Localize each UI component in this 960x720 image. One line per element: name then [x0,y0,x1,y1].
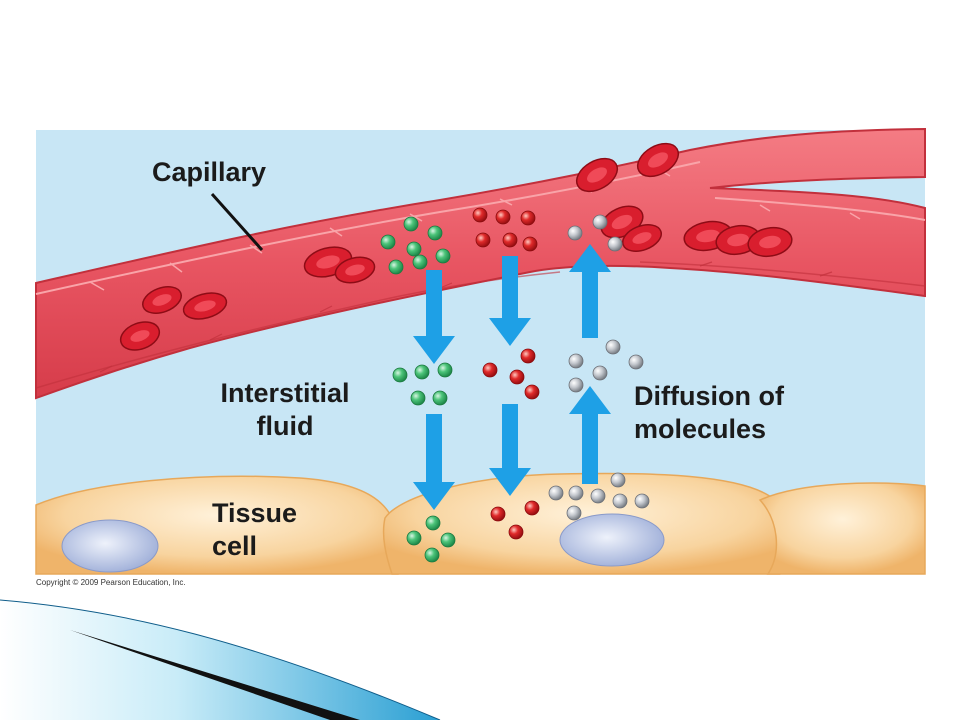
red-blood-cell [747,226,793,258]
tissue-cell-right [758,482,926,575]
tissue-label-line1: Tissue [212,498,298,528]
tissue-cell-label: Tissue cell [212,497,297,563]
red-molecules [472,207,540,540]
interstitial-label-line1: Interstitial [220,378,350,408]
gray-molecules [548,214,650,521]
red-blood-cell [622,224,662,252]
interstitial-label-line2: fluid [256,411,314,441]
copyright-notice: Copyright © 2009 Pearson Education, Inc. [36,578,186,587]
red-blood-cell [119,321,161,351]
red-blood-cell [575,157,619,193]
arrow-down-icon [489,256,531,346]
tissue-cells [35,472,926,575]
red-blood-cell [334,256,376,284]
diffusion-label: Diffusion of molecules [634,380,784,446]
diffusion-label-line2: molecules [634,414,767,444]
interstitial-fluid-label: Interstitial fluid [196,377,374,443]
diffusion-label-line1: Diffusion of [634,381,784,411]
capillary-vessel [35,127,926,400]
arrow-down-icon [413,270,455,364]
nucleus-middle [559,513,665,567]
red-blood-cell [636,142,680,178]
capillary-label: Capillary [152,156,266,189]
tissue-label-line2: cell [212,531,258,561]
capillary-pointer-line [210,193,264,251]
red-blood-cell [142,286,182,314]
capillary-label-text: Capillary [152,157,267,187]
capillary-body [35,127,926,400]
green-molecules [380,216,456,563]
nucleus-left [61,519,159,573]
arrow-up-icon [569,244,611,338]
red-blood-cells [119,142,793,351]
slide-decoration [0,599,441,720]
diffusion-arrows [413,244,611,510]
red-blood-cell [182,292,228,320]
arrow-down-icon [489,404,531,496]
arrow-up-icon [569,386,611,484]
arrow-down-icon [413,414,455,510]
